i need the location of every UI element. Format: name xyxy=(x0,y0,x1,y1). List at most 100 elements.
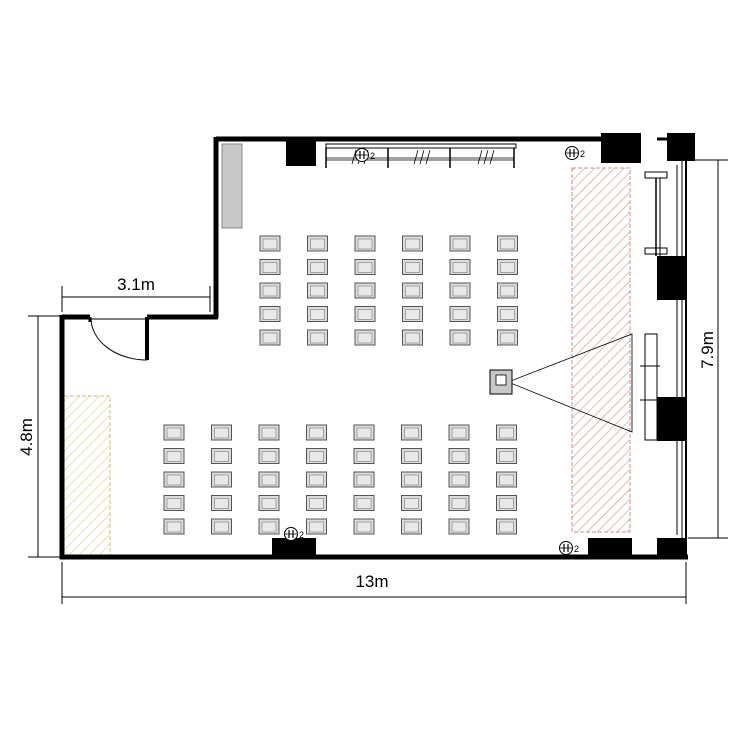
dimension-upper-width: 3.1m xyxy=(61,275,211,312)
chair xyxy=(306,518,327,535)
chair xyxy=(259,329,281,346)
chair xyxy=(448,448,470,464)
entrance-door xyxy=(88,317,149,361)
outlet-icon: 2 xyxy=(355,148,375,162)
chair xyxy=(401,424,422,441)
chair xyxy=(258,471,280,488)
dimension-label-left-height: 4.8m xyxy=(17,418,36,456)
pillar xyxy=(667,133,695,161)
chair xyxy=(258,495,280,511)
chair xyxy=(496,448,517,464)
chair xyxy=(211,471,232,488)
chair xyxy=(163,471,185,488)
chair xyxy=(353,471,375,488)
chair xyxy=(497,306,518,322)
chair xyxy=(211,424,232,441)
chair xyxy=(496,518,517,535)
chair xyxy=(306,471,327,488)
seating-layout xyxy=(163,235,518,535)
outlet-label: 2 xyxy=(574,544,579,554)
pillar xyxy=(272,538,316,558)
chair xyxy=(401,495,422,511)
chair xyxy=(307,329,328,346)
chair xyxy=(402,259,423,275)
chair xyxy=(211,448,232,464)
chair xyxy=(163,448,185,464)
dimension-right-height: 7.9m xyxy=(688,159,728,539)
chair xyxy=(449,306,471,322)
pillar xyxy=(657,538,687,558)
chair xyxy=(401,471,422,488)
chair xyxy=(354,306,376,322)
pillar xyxy=(657,256,687,300)
stage-area xyxy=(571,167,631,533)
projector xyxy=(489,333,633,433)
chair xyxy=(307,259,328,275)
chair xyxy=(259,235,281,252)
chair xyxy=(448,518,470,535)
chair xyxy=(449,329,471,346)
dimension-left-height: 4.8m xyxy=(17,315,62,558)
projection-screen-frame xyxy=(640,171,668,441)
storage-cabinet xyxy=(221,143,243,229)
chair xyxy=(259,282,281,299)
chair xyxy=(163,424,185,441)
chair xyxy=(448,495,470,511)
chair xyxy=(402,306,423,322)
chair xyxy=(497,235,518,252)
chair xyxy=(211,518,232,535)
dimension-label-right-height: 7.9m xyxy=(698,331,717,369)
chair xyxy=(259,259,281,275)
outlet-label: 2 xyxy=(299,530,304,540)
chair xyxy=(497,259,518,275)
pillar xyxy=(286,141,316,166)
outlet-label: 2 xyxy=(580,149,585,159)
chair xyxy=(353,495,375,511)
chair xyxy=(163,495,185,511)
dimension-label-total-width: 13m xyxy=(355,572,388,591)
chair xyxy=(306,448,327,464)
chair xyxy=(402,235,423,252)
dimension-label-upper-width: 3.1m xyxy=(117,275,155,294)
chair xyxy=(307,235,328,252)
chair xyxy=(401,518,422,535)
chair xyxy=(353,424,375,441)
chair xyxy=(449,259,471,275)
chair xyxy=(497,282,518,299)
power-outlets: 2 2 2 2 xyxy=(284,146,585,555)
chair xyxy=(448,471,470,488)
outlet-icon: 2 xyxy=(284,527,304,541)
chair xyxy=(306,495,327,511)
chair xyxy=(258,448,280,464)
outlet-label: 2 xyxy=(370,151,375,161)
chair xyxy=(354,329,376,346)
chair xyxy=(259,306,281,322)
chair xyxy=(307,306,328,322)
chair xyxy=(353,518,375,535)
chair xyxy=(448,424,470,441)
chair xyxy=(354,282,376,299)
chair xyxy=(497,329,518,346)
chair xyxy=(258,518,280,535)
windows-top xyxy=(325,143,517,168)
outlet-icon: 2 xyxy=(559,541,579,555)
dimension-total-width: 13m xyxy=(61,562,687,604)
chair xyxy=(402,282,423,299)
chair xyxy=(307,282,328,299)
chair xyxy=(496,424,517,441)
chair xyxy=(402,329,423,346)
chair xyxy=(258,424,280,441)
pillar xyxy=(588,538,632,558)
pillar xyxy=(657,397,687,441)
chair xyxy=(163,518,185,535)
chair xyxy=(496,495,517,511)
chair xyxy=(449,235,471,252)
chair xyxy=(496,471,517,488)
chair xyxy=(354,235,376,252)
chair xyxy=(306,424,327,441)
chair xyxy=(449,282,471,299)
chair xyxy=(353,448,375,464)
outlet-icon: 2 xyxy=(565,146,585,160)
